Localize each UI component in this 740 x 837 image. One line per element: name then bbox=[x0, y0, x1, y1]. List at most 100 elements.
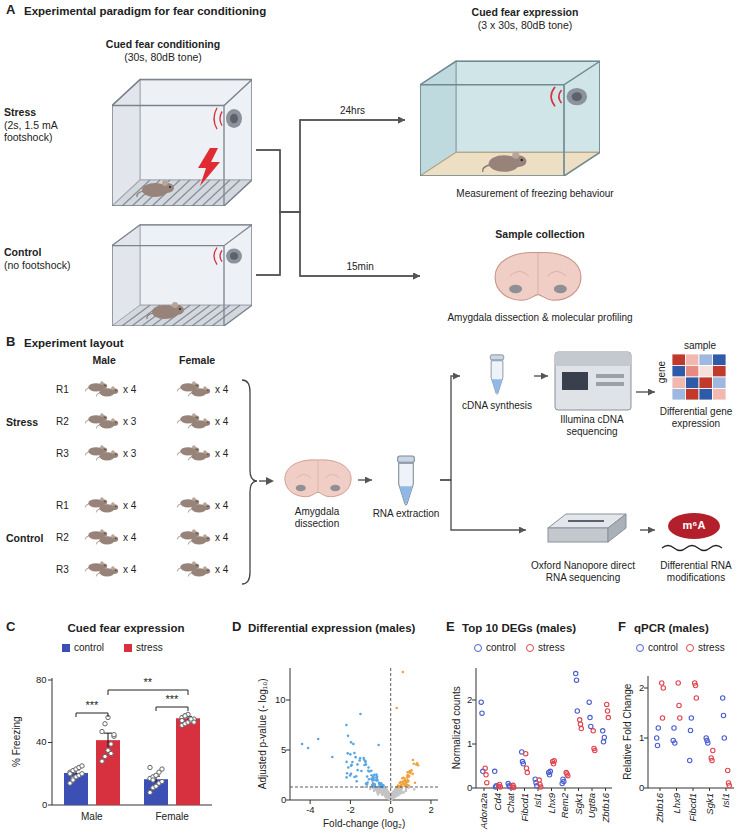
volcano-point bbox=[354, 756, 357, 759]
volcano-point bbox=[360, 770, 363, 773]
axis-tick bbox=[676, 788, 677, 791]
volcano-point bbox=[376, 775, 379, 778]
volcano-point bbox=[414, 781, 417, 784]
figure-label: Isl1 bbox=[533, 793, 544, 808]
axis-tick bbox=[693, 788, 694, 791]
volcano-point bbox=[351, 761, 354, 764]
illustration-part bbox=[596, 374, 624, 378]
volcano-point bbox=[392, 792, 395, 795]
volcano-point bbox=[368, 770, 371, 773]
connector-arrow bbox=[256, 212, 420, 276]
figure-label: Experimental paradigm for fear condition… bbox=[24, 5, 266, 18]
volcano-point bbox=[362, 757, 365, 760]
figure-label: Rem2 bbox=[560, 793, 571, 818]
figure-label: Control bbox=[6, 532, 43, 544]
node-text: RNA extraction bbox=[372, 508, 440, 520]
volcano-point bbox=[356, 769, 359, 772]
axis-line bbox=[52, 678, 53, 805]
figure-label: 2 bbox=[467, 695, 472, 706]
volcano-point bbox=[370, 774, 373, 777]
data-point bbox=[660, 681, 664, 685]
bar bbox=[144, 779, 168, 805]
brain-section bbox=[285, 460, 351, 497]
figure-label: Fibcd1 bbox=[519, 793, 530, 822]
legend-text: stress bbox=[698, 642, 725, 654]
figure-node: RNA extraction bbox=[372, 452, 440, 532]
data-point bbox=[661, 686, 665, 690]
figure-label: 0 bbox=[42, 800, 47, 811]
figure-label: x 4 bbox=[215, 564, 228, 576]
figure-label: Sgk1 bbox=[704, 793, 715, 815]
node-text: Cued fear conditioning (30s, 80dB tone) bbox=[70, 38, 256, 63]
figure-label: x 4 bbox=[215, 416, 228, 428]
volcano-point bbox=[405, 790, 408, 793]
volcano-point bbox=[367, 766, 370, 769]
figure-node: Illumina cDNA sequencing bbox=[548, 348, 636, 444]
figure-label: Male bbox=[81, 811, 103, 823]
figure-label: x 4 bbox=[123, 532, 136, 544]
volcano-point bbox=[399, 790, 402, 793]
figure-node: Cued fear expression (3 x 30s, 80dB tone… bbox=[405, 6, 645, 216]
data-point bbox=[524, 751, 528, 755]
volcano-point bbox=[407, 780, 410, 783]
data-point bbox=[493, 769, 497, 773]
volcano-point bbox=[413, 788, 416, 791]
axis-tick bbox=[644, 688, 648, 689]
text-heading: Cued fear conditioning bbox=[106, 38, 220, 50]
figure-label: x 4 bbox=[215, 532, 228, 544]
figure-label: 1 bbox=[639, 733, 644, 744]
node-text: Differential gene expression bbox=[655, 406, 737, 430]
data-point bbox=[575, 709, 579, 713]
figure-label: x 3 bbox=[123, 448, 136, 460]
mouse-icon bbox=[188, 566, 210, 576]
data-point bbox=[479, 700, 483, 704]
volcano-point bbox=[366, 775, 369, 778]
test-cage bbox=[420, 61, 600, 176]
volcano-point bbox=[347, 735, 350, 738]
axis-line bbox=[648, 788, 734, 789]
figure-label: x 4 bbox=[215, 500, 228, 512]
data-point bbox=[574, 678, 578, 682]
legend-text: control bbox=[74, 642, 104, 654]
mouse-icon bbox=[96, 450, 118, 460]
volcano-point bbox=[412, 763, 415, 766]
heatmap-cell bbox=[699, 354, 713, 366]
bar bbox=[176, 718, 200, 805]
legend-swatch bbox=[474, 644, 482, 652]
connector-arrow bbox=[358, 479, 372, 480]
data-point bbox=[579, 726, 583, 730]
axis-tick bbox=[644, 788, 648, 789]
volcano-point bbox=[370, 777, 373, 780]
figure-label: Cued fear expression bbox=[68, 622, 185, 635]
volcano-point bbox=[386, 790, 389, 793]
axis-line bbox=[290, 800, 438, 801]
axis-tick bbox=[660, 788, 661, 791]
node-text: Amygdala dissection & molecular profilin… bbox=[420, 312, 660, 324]
volcano-point bbox=[397, 794, 400, 797]
volcano-point bbox=[398, 785, 401, 788]
axis-tick bbox=[551, 788, 552, 791]
figure-label: A bbox=[6, 3, 15, 18]
node-text: m⁶A bbox=[668, 519, 720, 532]
data-point bbox=[605, 709, 609, 713]
node-text: Stress (2s, 1.5 mA footshock) bbox=[4, 106, 108, 144]
volcano-point bbox=[352, 743, 355, 746]
data-point bbox=[160, 767, 164, 771]
axis-tick bbox=[286, 700, 290, 701]
axis-tick bbox=[430, 800, 431, 804]
text-detail: (30s, 80dB tone) bbox=[70, 51, 256, 64]
mouse-icon bbox=[96, 386, 118, 396]
data-point bbox=[109, 742, 113, 746]
figure-label: x 3 bbox=[123, 416, 136, 428]
volcano-point bbox=[358, 759, 361, 762]
volcano-point bbox=[393, 795, 396, 798]
data-point bbox=[103, 754, 107, 758]
volcano-point bbox=[381, 788, 384, 791]
threshold-line bbox=[390, 668, 391, 800]
figure-label: ** bbox=[144, 676, 153, 689]
data-point bbox=[100, 759, 104, 763]
figure-label: Lhx9 bbox=[546, 793, 557, 814]
data-point bbox=[688, 728, 692, 732]
volcano-point bbox=[406, 784, 409, 787]
connector-arrow bbox=[440, 376, 460, 480]
